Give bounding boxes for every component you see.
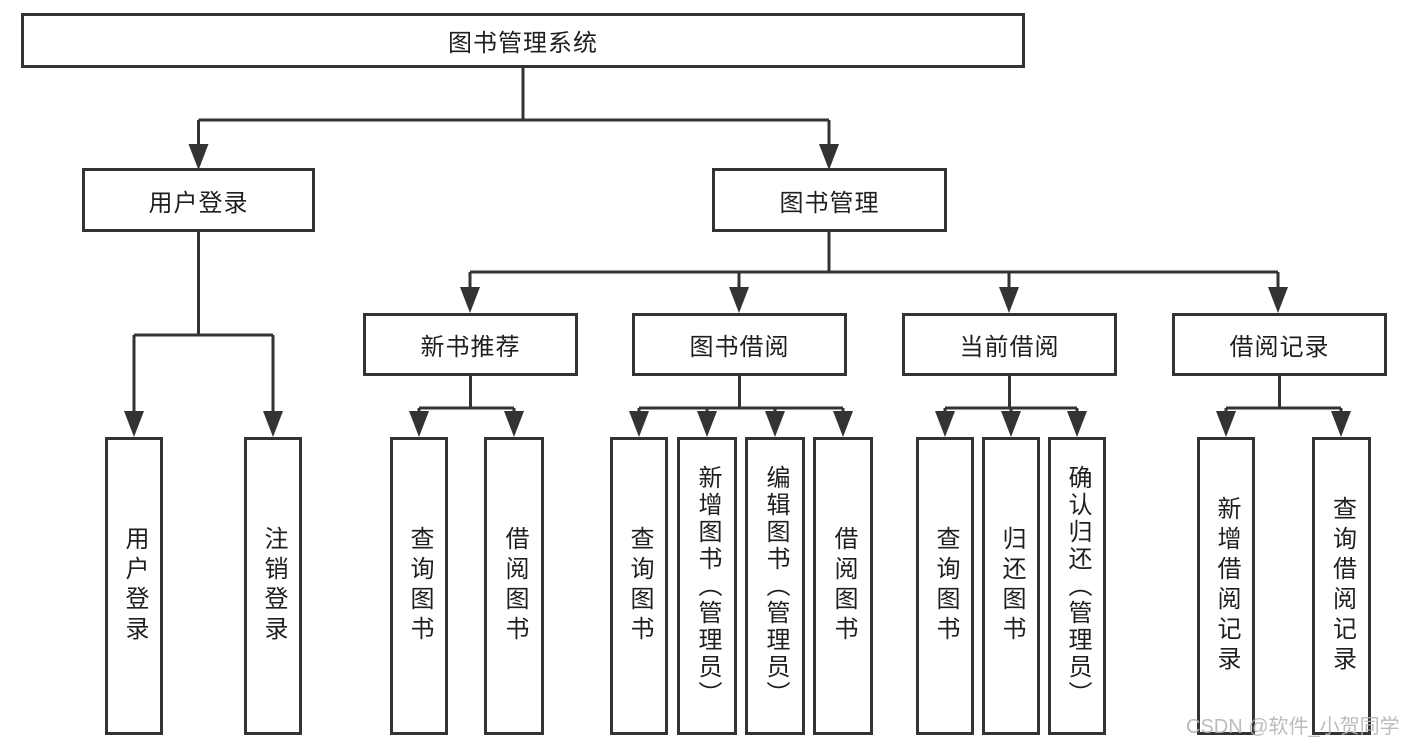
arrowhead [124, 411, 144, 437]
arrowhead [629, 411, 649, 437]
leaf-current-query-books: 查询图书 [916, 437, 974, 735]
leaf-recommend-borrow-books: 借阅图书 [484, 437, 544, 735]
leaf-recommend-query-books: 查询图书 [390, 437, 448, 735]
arrowhead [1268, 287, 1288, 313]
leaf-logout: 注销登录 [244, 437, 302, 735]
arrowhead [504, 411, 524, 437]
leaf-borrow-edit-books-admin: 编辑图书（管理员） [745, 437, 805, 735]
csdn-watermark: CSDN @软件_小贺同学 [1186, 716, 1400, 738]
connector-recommend-to-leaves [417, 376, 516, 433]
arrowhead [935, 411, 955, 437]
leaf-borrow-add-books-admin: 新增图书（管理员） [677, 437, 737, 735]
node-borrow-record: 借阅记录 [1172, 313, 1387, 376]
connector-mgmt-to-level3 [468, 232, 1280, 309]
leaf-borrow-query-books: 查询图书 [610, 437, 668, 735]
node-current-borrow: 当前借阅 [902, 313, 1117, 376]
leaf-current-confirm-return-admin: 确认归还（管理员） [1048, 437, 1106, 735]
arrowhead [819, 144, 839, 170]
arrowhead [1331, 411, 1351, 437]
connector-record-to-leaves [1224, 376, 1343, 433]
arrowhead [1216, 411, 1236, 437]
arrowhead [729, 287, 749, 313]
arrowhead [697, 411, 717, 437]
leaf-borrow-borrow-books: 借阅图书 [813, 437, 873, 735]
node-book-borrow: 图书借阅 [632, 313, 847, 376]
arrowhead [1067, 411, 1087, 437]
arrowhead [263, 411, 283, 437]
arrowhead [765, 411, 785, 437]
connector-login-to-leaves [132, 232, 275, 433]
arrowhead [409, 411, 429, 437]
node-user-login: 用户登录 [82, 168, 315, 232]
arrowhead [188, 144, 209, 170]
arrowhead [1001, 411, 1021, 437]
node-book-management: 图书管理 [712, 168, 947, 232]
leaf-record-add-borrow-record: 新增借阅记录 [1197, 437, 1255, 735]
leaf-user-login: 用户登录 [105, 437, 163, 735]
node-root: 图书管理系统 [21, 13, 1025, 68]
arrowhead [833, 411, 853, 437]
node-new-book-recommend: 新书推荐 [363, 313, 578, 376]
leaf-current-return-books: 归还图书 [982, 437, 1040, 735]
connector-root-to-level2 [197, 68, 831, 164]
arrowhead [999, 287, 1019, 313]
arrowhead [460, 287, 480, 313]
connector-borrow-to-leaves [637, 376, 845, 433]
leaf-record-query-borrow-record: 查询借阅记录 [1312, 437, 1371, 735]
